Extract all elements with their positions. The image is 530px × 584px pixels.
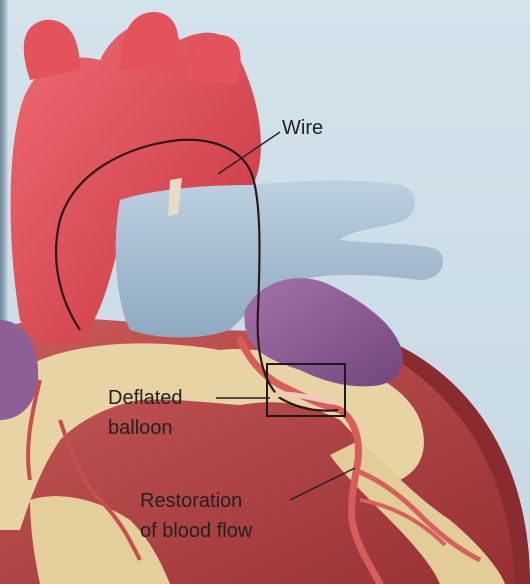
label-restoration: Restoration [140, 489, 242, 513]
label-wire: Wire [282, 116, 323, 140]
aorta-branch-2 [120, 12, 178, 70]
label-balloon: balloon [108, 416, 173, 440]
aorta-branch-1 [24, 20, 80, 80]
label-deflated: Deflated [108, 386, 183, 410]
label-blood-flow: of blood flow [140, 519, 252, 543]
